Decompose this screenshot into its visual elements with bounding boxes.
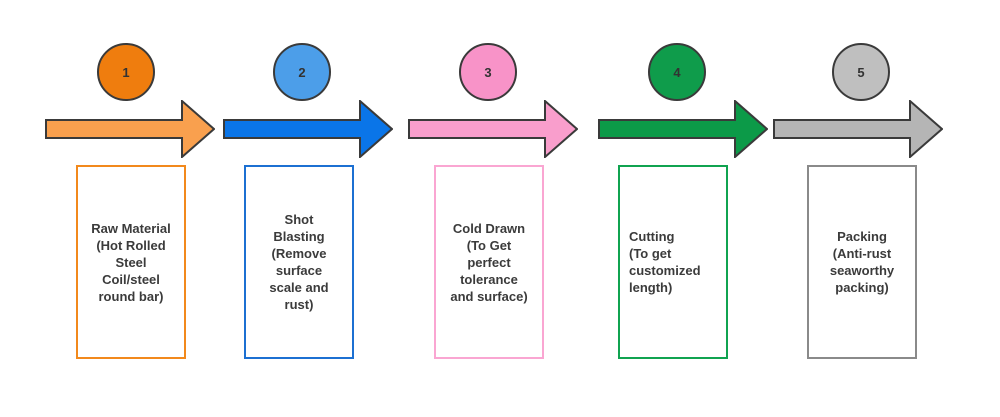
flow-arrow-icon (408, 100, 578, 158)
step-description: Cutting (To get customized length) (629, 229, 701, 295)
step-description: Packing (Anti-rust seaworthy packing) (829, 229, 895, 295)
step-description-box: Packing (Anti-rust seaworthy packing) (807, 165, 917, 359)
step-number: 2 (298, 64, 306, 80)
step-description-box: Shot Blasting (Remove surface scale and … (244, 165, 354, 359)
step-description: Cold Drawn (To Get perfect tolerance and… (450, 220, 528, 304)
step-description-box: Raw Material (Hot Rolled Steel Coil/stee… (76, 165, 186, 359)
step-number-badge: 3 (459, 43, 517, 101)
step-number-badge: 1 (97, 43, 155, 101)
step-number-badge: 2 (273, 43, 331, 101)
step-number-badge: 5 (832, 43, 890, 101)
step-number: 4 (673, 64, 681, 80)
step-number-badge: 4 (648, 43, 706, 101)
step-number: 1 (122, 64, 130, 80)
step-description: Shot Blasting (Remove surface scale and … (269, 212, 329, 312)
step-number: 5 (857, 64, 865, 80)
flow-arrow-icon (773, 100, 943, 158)
step-description-box: Cold Drawn (To Get perfect tolerance and… (434, 165, 544, 359)
step-description: Raw Material (Hot Rolled Steel Coil/stee… (91, 220, 171, 304)
flow-arrow-icon (598, 100, 768, 158)
step-number: 3 (484, 64, 492, 80)
flow-arrow-icon (223, 100, 393, 158)
step-description-box: Cutting (To get customized length) (618, 165, 728, 359)
flow-arrow-icon (45, 100, 215, 158)
